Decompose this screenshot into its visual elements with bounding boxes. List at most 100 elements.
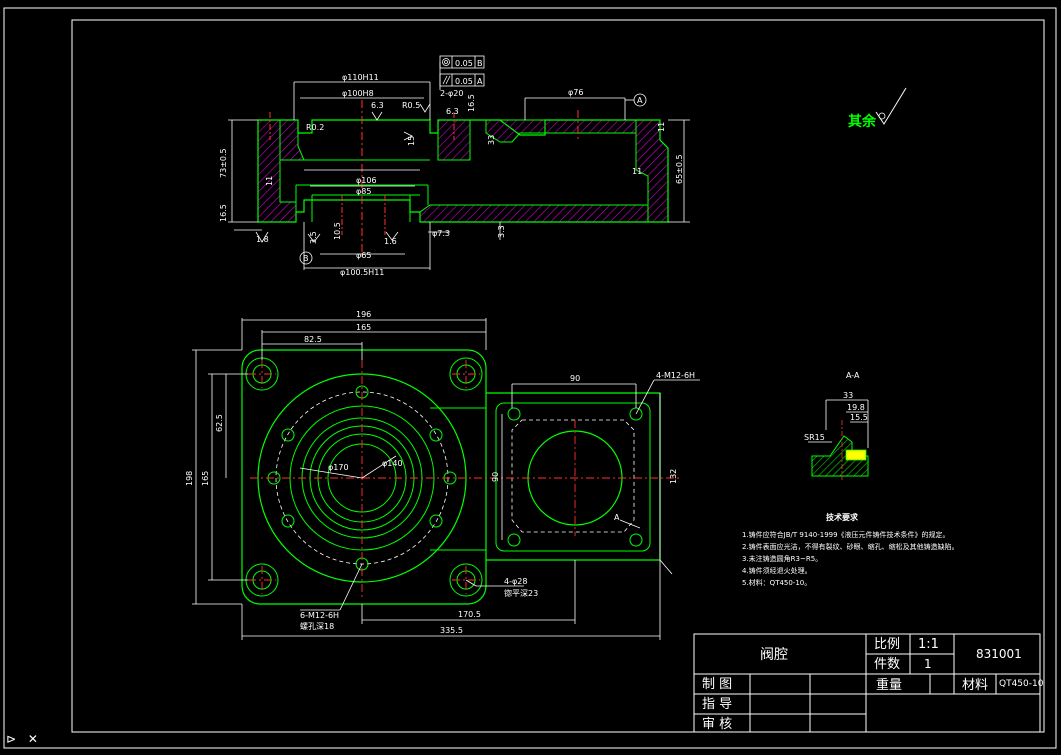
section-aa-detail: A-A 33 19.8 15.5 SR15 bbox=[804, 371, 869, 480]
dim-d16: 16.5 bbox=[219, 204, 228, 222]
dim-w825: 82.5 bbox=[304, 335, 322, 344]
datum-a-circle bbox=[633, 93, 647, 107]
outer-frame bbox=[3, 7, 1057, 749]
material-label: 材料 bbox=[962, 678, 989, 693]
tech-note-4: 4.铸件须经退火处理。 bbox=[742, 567, 812, 575]
dim-d33b: 33 bbox=[487, 135, 496, 145]
dim-tol1: 0.05 bbox=[455, 59, 473, 68]
concentricity-icon bbox=[442, 58, 450, 66]
dim-m12bot: 6-M12-6H bbox=[300, 611, 339, 620]
dim-n4d28b: 锪平深23 bbox=[504, 588, 538, 598]
dim-d73: 73±0.5 bbox=[219, 148, 228, 178]
qty-value: 1 bbox=[924, 657, 932, 671]
dim-d170: φ170 bbox=[328, 463, 349, 472]
dim-m12top: 4-M12-6H bbox=[656, 371, 695, 380]
dim-r05: R0.5 bbox=[402, 101, 420, 110]
dim-d6: 6.3 bbox=[446, 107, 459, 116]
section-dim-155: 15.5 bbox=[850, 413, 868, 422]
section-hatch-top-left bbox=[279, 119, 305, 161]
review-label: 审 核 bbox=[702, 717, 733, 732]
dim-d165: 16.5 bbox=[467, 94, 476, 112]
dim-d11c: 11 bbox=[657, 122, 666, 132]
dim-h90: 90 bbox=[491, 472, 500, 482]
title-block-lines bbox=[693, 633, 1041, 733]
tolerance-frame-1 bbox=[439, 55, 485, 69]
dim-m12botb: 螺孔深18 bbox=[300, 621, 334, 631]
roughness-marks bbox=[255, 103, 431, 243]
dim-w90: 90 bbox=[570, 374, 580, 383]
tech-note-3: 3.未注铸造圆角R3~R5。 bbox=[742, 555, 823, 563]
inner-frame bbox=[71, 19, 1045, 733]
ucs-icon: ⊳ ✕ bbox=[6, 732, 38, 746]
tech-title: 技术要求 bbox=[826, 513, 858, 522]
dim-h132: 132 bbox=[669, 469, 678, 484]
parallelism-icon bbox=[442, 75, 448, 85]
weight-label: 重量 bbox=[876, 678, 903, 693]
rest-surface-label: 其余 bbox=[848, 113, 877, 130]
scale-label: 比例 bbox=[874, 637, 901, 652]
scale-value: 1:1 bbox=[918, 637, 939, 652]
dim-d85: φ85 bbox=[356, 187, 371, 196]
section-dim-198: 19.8 bbox=[847, 403, 865, 412]
dim-d18: 1.8 bbox=[256, 235, 269, 244]
dim-d16b: 1.6 bbox=[384, 237, 397, 246]
dim-w196: 196 bbox=[356, 310, 371, 319]
datum-b-frame: B bbox=[477, 59, 483, 68]
section-hatch-top-right bbox=[485, 119, 637, 143]
plan-dashed-pocket bbox=[511, 419, 635, 533]
dim-d63: 6.3 bbox=[371, 101, 384, 110]
section-view: φ110H11 φ100H8 R0.2 6.3 R0.5 2-φ20 6.3 1… bbox=[219, 55, 690, 277]
section-dim-sr15: SR15 bbox=[804, 433, 825, 442]
section-dim-33: 33 bbox=[843, 391, 853, 400]
section-aa-hatch bbox=[811, 435, 869, 477]
tech-note-1: 1.铸件应符合JB/T 9140-1999《液压元件铸件技术条件》的规定。 bbox=[742, 531, 950, 539]
dim-d73b: φ7.3 bbox=[432, 229, 450, 238]
dim-w3355: 335.5 bbox=[440, 626, 463, 635]
drawn-label: 制 图 bbox=[702, 677, 733, 692]
plan-view: 196 165 82.5 62.5 198 165 φ170 φ140 90 9… bbox=[185, 310, 700, 640]
qty-label: 件数 bbox=[874, 657, 901, 672]
dim-d106: φ106 bbox=[356, 176, 377, 185]
datum-a-frame: A bbox=[477, 77, 483, 86]
tech-note-2: 2.铸件表面应光洁，不得有裂纹、砂眼、缩孔、缩松及其他铸造缺陷。 bbox=[742, 543, 959, 551]
tolerance-frame-2 bbox=[439, 73, 485, 87]
dim-tol2: 0.05 bbox=[455, 77, 473, 86]
section-aa-label: A-A bbox=[846, 371, 860, 380]
plan-left-flange bbox=[241, 349, 487, 605]
dim-d1001: φ100.5H11 bbox=[340, 268, 384, 277]
part-name: 阀腔 bbox=[760, 647, 788, 663]
dim-h198: 198 bbox=[185, 471, 194, 486]
dim-d15: 15 bbox=[407, 136, 416, 146]
dim-h625: 62.5 bbox=[215, 414, 224, 432]
dim-d140: φ140 bbox=[382, 459, 403, 468]
dim-d11b: 11 bbox=[632, 167, 642, 176]
plan-centerlines bbox=[248, 360, 680, 600]
drawing-number: 831001 bbox=[976, 647, 1022, 661]
plan-inner-square bbox=[495, 402, 651, 552]
guide-label: 指 导 bbox=[702, 697, 733, 712]
section-hatch-bottom bbox=[419, 204, 649, 223]
section-mark-a: A bbox=[614, 513, 620, 522]
dim-d65: 65±0.5 bbox=[675, 154, 684, 184]
tech-note-5: 5.材料：QT450-10。 bbox=[742, 579, 812, 587]
datum-b-label: B bbox=[303, 254, 309, 263]
dim-d105: 10.5 bbox=[333, 222, 342, 240]
dim-n4d28: 4-φ28 bbox=[504, 577, 527, 586]
dim-d33: 3.3 bbox=[497, 225, 506, 238]
plan-dimension-lines bbox=[192, 318, 700, 640]
dim-d100: φ100H8 bbox=[342, 89, 374, 98]
dim-w1705: 170.5 bbox=[458, 610, 481, 619]
datum-a-label: A bbox=[637, 96, 643, 105]
material-value: QT450-10 bbox=[999, 679, 1044, 689]
dim-w165: 165 bbox=[356, 323, 371, 332]
dim-d76: φ76 bbox=[568, 88, 583, 97]
dim-r02: R0.2 bbox=[306, 123, 324, 132]
section-dimension-lines bbox=[228, 62, 690, 270]
dim-h165: 165 bbox=[201, 471, 210, 486]
dim-d350: 3.5 bbox=[309, 231, 318, 244]
datum-b-circle bbox=[299, 251, 313, 265]
dim-d110: φ110H11 bbox=[342, 73, 379, 82]
dim-n2d20: 2-φ20 bbox=[440, 89, 463, 98]
dim-d11a: 11 bbox=[265, 176, 274, 186]
